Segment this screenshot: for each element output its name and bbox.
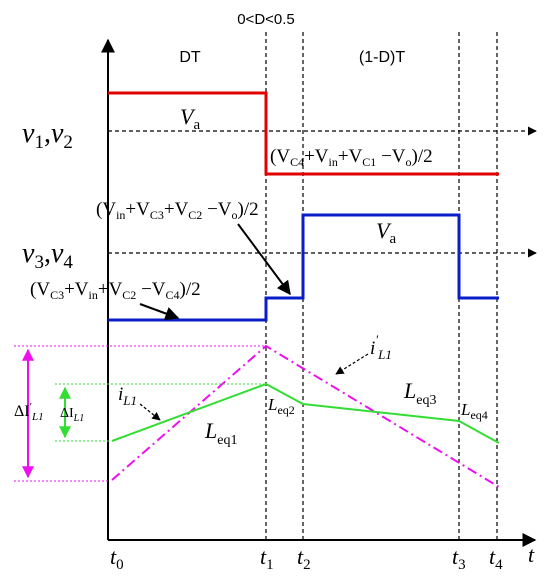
upper-expression-pointer <box>237 223 291 296</box>
v34-waveform <box>108 213 499 322</box>
lower-expression-pointer <box>139 303 180 321</box>
iL1p-waveform <box>111 344 500 488</box>
tick-t1: t1 <box>260 544 274 573</box>
interval-dt-label: DT <box>179 49 201 66</box>
v12-low-expression: (VC4+Vin+VC1 −Vo)/2 <box>270 146 433 169</box>
iL1p-label: i′L1 <box>370 332 392 362</box>
magnitude-guides <box>14 345 266 482</box>
tick-t3: t3 <box>452 544 466 573</box>
v34-upper-expression: (Vin+VC3+VC2 −Vo)/2 <box>96 199 259 222</box>
leq3-label: Leq3 <box>403 378 436 408</box>
time-axis-label: t <box>528 542 535 567</box>
iL1-waveform <box>111 382 500 444</box>
v34-signal-label: v3,v4 <box>22 238 73 273</box>
v12-signal-label: v1,v2 <box>22 118 73 153</box>
time-tick-labels: t0 t1 t2 t3 t4 <box>110 544 503 573</box>
interval-rest-label: (1-D)T <box>359 49 405 66</box>
tick-t2: t2 <box>297 544 311 573</box>
dIp-label: ΔI′L1 <box>14 401 44 423</box>
iL1p-pointer <box>335 353 369 375</box>
leq1-label: Leq1 <box>204 418 237 448</box>
tick-t4: t4 <box>489 544 503 573</box>
iL1-pointer <box>139 403 161 421</box>
iL1-label: iL1 <box>118 384 137 408</box>
leq2-label: Leq2 <box>267 395 295 417</box>
tick-t0: t0 <box>110 544 124 573</box>
time-markers <box>265 32 498 540</box>
dI-label: ΔIL1 <box>60 406 84 424</box>
v12-level-label: Va <box>180 104 200 133</box>
v34-lower-expression: (VC3+Vin+VC2 −VC4)/2 <box>30 279 201 302</box>
leq4-label: Leq4 <box>460 400 488 422</box>
duty-range-label: 0<D<0.5 <box>237 11 295 28</box>
v12-waveform <box>108 91 499 176</box>
v34-level-label: Va <box>376 218 396 247</box>
